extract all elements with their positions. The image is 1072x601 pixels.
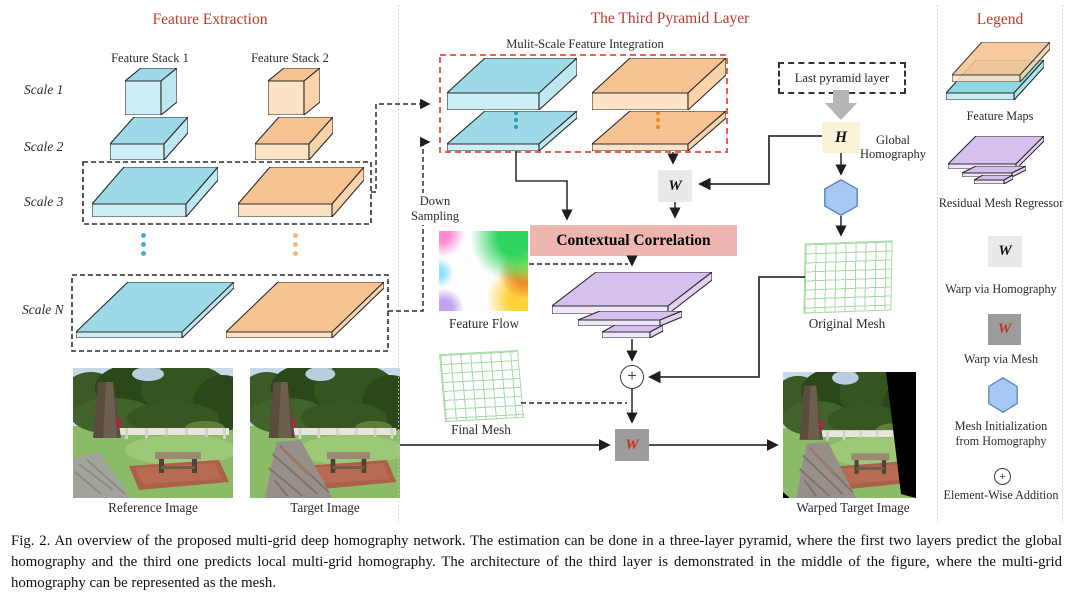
legend-warp-homography-label: Warp via Homography: [945, 282, 1057, 296]
feature-slab-blue-s2: [110, 117, 188, 160]
final-mesh-label: Final Mesh: [451, 422, 511, 437]
warp-mesh-symbol: W: [625, 436, 639, 453]
legend-warp-mesh-node: W: [988, 314, 1021, 345]
feature-flow-label: Feature Flow: [449, 316, 519, 331]
warp-mesh-node: W: [615, 429, 649, 461]
thick-gray-arrow: [825, 90, 857, 120]
mesh-init-hexagon: [824, 179, 858, 216]
scale-n-label: Scale N: [22, 302, 64, 317]
warp-homography-node: W: [658, 170, 692, 202]
feature-slab-orange-s2: [255, 117, 333, 160]
feature-stack-1-label: Feature Stack 1: [111, 51, 189, 65]
down-sampling-label: Down Sampling: [406, 193, 464, 225]
regressor-slab-large: [552, 272, 712, 314]
target-image: [250, 368, 400, 498]
feature-extraction-title: Feature Extraction: [152, 11, 268, 28]
msfi-dots-orange: [656, 111, 660, 129]
legend-feature-maps-label: Feature Maps: [966, 109, 1034, 123]
reference-image-label: Reference Image: [108, 500, 198, 515]
msfi-slab-blue-thin: [447, 111, 577, 151]
feature-flow-image: [439, 231, 528, 311]
figure-caption: Fig. 2. An overview of the proposed mult…: [11, 533, 1062, 591]
regressor-slab-medium: [578, 311, 682, 326]
legend-warp-homography-node: W: [988, 236, 1022, 267]
regressor-slab-small: [602, 325, 663, 338]
legend-feature-map-orange: [952, 42, 1050, 82]
legend-hexagon: [988, 377, 1018, 413]
scale-1-label: Scale 1: [24, 82, 64, 97]
scale-2-label: Scale 2: [24, 139, 64, 154]
pyramid-layer-title: The Third Pyramid Layer: [590, 10, 750, 27]
legend-mesh-init-label: Mesh Initialization from Homography: [954, 419, 1048, 449]
global-homography-node: H: [822, 122, 860, 153]
integration-label: Mulit-Scale Feature Integration: [506, 37, 664, 51]
original-mesh-image: [803, 240, 893, 314]
legend-regressor-label: Residual Mesh Regressor: [938, 196, 1064, 210]
legend-plus-icon: +: [999, 468, 1006, 483]
warped-target-image-label: Warped Target Image: [796, 500, 910, 515]
original-mesh-label: Original Mesh: [808, 316, 886, 331]
last-pyramid-layer-box: Last pyramid layer: [778, 62, 906, 94]
feature-slab-orange-sn: [226, 282, 384, 338]
legend-plus-node: +: [994, 468, 1011, 485]
legend-element-wise-label: Element-Wise Addition: [943, 488, 1059, 502]
scale-3-label: Scale 3: [24, 194, 64, 209]
feature-slab-orange-s3: [238, 167, 364, 217]
target-image-label: Target Image: [290, 500, 360, 515]
feature-slab-blue-s3: [92, 167, 218, 217]
msfi-slab-blue-thick: [447, 58, 577, 110]
contextual-correlation-box: Contextual Correlation: [530, 225, 737, 256]
element-wise-addition-node: +: [620, 365, 644, 389]
warped-target-image: [783, 372, 916, 498]
feature-slab-blue-sn: [76, 282, 234, 338]
homography-symbol: H: [834, 128, 848, 146]
warp-symbol: W: [668, 177, 682, 194]
final-mesh-image: [439, 350, 524, 422]
feature-cube-blue-s1: [125, 68, 177, 115]
msfi-slab-orange-thick: [592, 58, 726, 110]
legend-regressor-large: [948, 136, 1044, 169]
ellipsis-dots-blue: [141, 233, 146, 256]
feature-stack-2-label: Feature Stack 2: [251, 51, 329, 65]
legend-regressor-small: [974, 175, 1013, 184]
msfi-dots-teal: [514, 111, 518, 129]
legend-title: Legend: [976, 11, 1024, 28]
plus-icon: +: [627, 366, 637, 385]
ellipsis-dots-orange: [293, 233, 298, 256]
reference-image: [73, 368, 233, 498]
global-homography-label: Global Homography: [860, 133, 926, 162]
feature-cube-orange-s1: [268, 68, 320, 115]
legend-warp-mesh-label: Warp via Mesh: [963, 352, 1039, 366]
